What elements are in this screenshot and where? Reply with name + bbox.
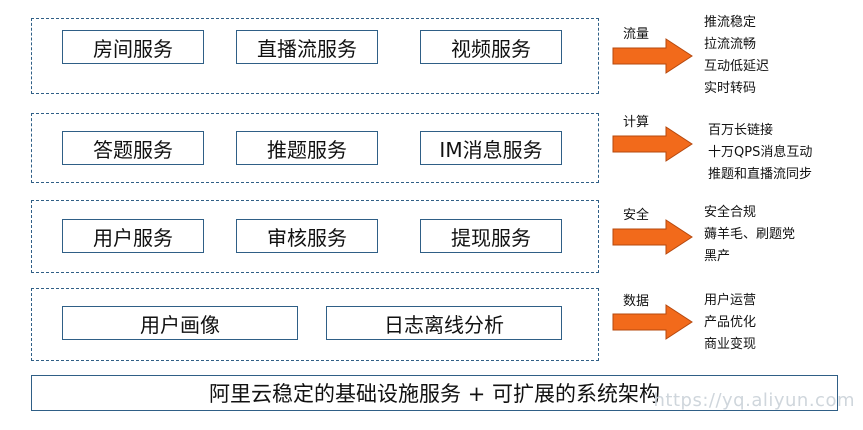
arrow-right-icon — [612, 38, 693, 74]
service-quiz: 答题服务 — [62, 131, 204, 165]
layer-security: 用户服务 审核服务 提现服务 — [31, 200, 599, 273]
feature-item: 拉流流畅 — [704, 37, 757, 52]
service-user-profile: 用户画像 — [62, 306, 298, 340]
layer-traffic: 房间服务 直播流服务 视频服务 — [31, 18, 599, 94]
feature-item: 黑产 — [704, 249, 731, 264]
service-live-stream: 直播流服务 — [236, 30, 378, 64]
layer-compute: 答题服务 推题服务 IM消息服务 — [31, 113, 599, 183]
feature-list-security: 安全合规 薅羊毛、刷题党 黑产 — [704, 202, 795, 268]
foundation-text: 阿里云稳定的基础设施服务 + 可扩展的系统架构 — [209, 382, 660, 406]
feature-item: 十万QPS消息互动 — [708, 145, 813, 160]
service-review: 审核服务 — [236, 219, 378, 253]
service-withdraw: 提现服务 — [420, 219, 562, 253]
watermark: https://yq.aliyun.com — [653, 390, 855, 411]
feature-item: 百万长链接 — [708, 123, 774, 138]
feature-item: 安全合规 — [704, 205, 757, 220]
arrow-right-icon — [612, 219, 693, 255]
service-push-question: 推题服务 — [236, 131, 378, 165]
feature-item: 用户运营 — [704, 293, 757, 308]
feature-item: 推题和直播流同步 — [708, 167, 813, 182]
layer-data: 用户画像 日志离线分析 — [31, 288, 599, 361]
feature-item: 产品优化 — [704, 315, 757, 330]
service-room: 房间服务 — [62, 30, 204, 64]
arrow-right-icon — [612, 126, 693, 162]
feature-list-traffic: 推流稳定 拉流流畅 互动低延迟 实时转码 — [704, 12, 769, 100]
feature-item: 推流稳定 — [704, 15, 757, 30]
feature-list-data: 用户运营 产品优化 商业变现 — [704, 290, 756, 356]
arrow-right-icon — [612, 304, 693, 340]
feature-item: 互动低延迟 — [704, 59, 770, 74]
feature-item: 薅羊毛、刷题党 — [704, 227, 796, 242]
feature-item: 商业变现 — [704, 337, 757, 352]
category-label-traffic: 流量 — [623, 27, 650, 42]
feature-item: 实时转码 — [704, 81, 757, 96]
service-user: 用户服务 — [62, 219, 204, 253]
category-label-security: 安全 — [623, 208, 650, 223]
foundation-bar: 阿里云稳定的基础设施服务 + 可扩展的系统架构 — [31, 375, 838, 411]
category-label-data: 数据 — [623, 294, 650, 309]
feature-list-compute: 百万长链接 十万QPS消息互动 推题和直播流同步 — [708, 120, 812, 186]
service-video: 视频服务 — [420, 30, 562, 64]
category-label-compute: 计算 — [623, 115, 650, 130]
service-im-message: IM消息服务 — [420, 131, 562, 165]
service-log-offline-analysis: 日志离线分析 — [326, 306, 562, 340]
